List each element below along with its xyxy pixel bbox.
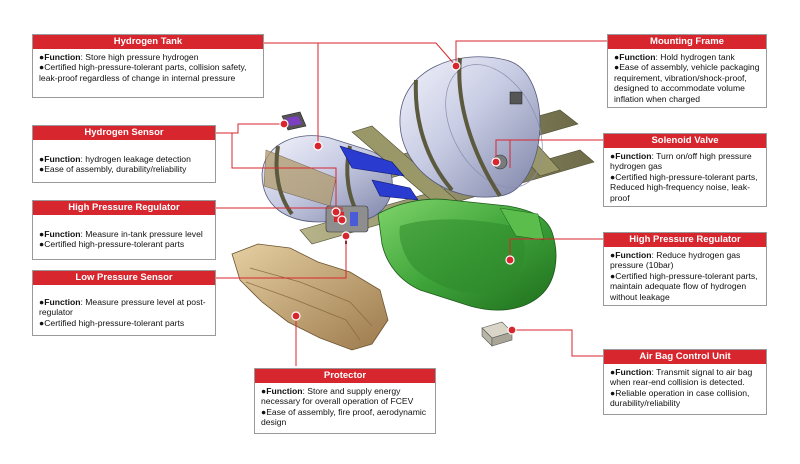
air-bag-control-unit-illustration [481, 321, 513, 347]
underbody-shield-illustration [231, 243, 389, 351]
callout-line: ●Function: Reduce hydrogen gas pressure … [610, 250, 741, 271]
low-pressure-sensor-callout: Low Pressure Sensor ●Function: Measure p… [32, 270, 216, 336]
blue-bracket-illustration [339, 145, 419, 201]
callout-line: ●Ease of assembly, fire proof, aerodynam… [261, 406, 427, 428]
callout-title: Solenoid Valve [604, 134, 766, 148]
solenoid-valve-callout: Solenoid Valve ●Function: Turn on/off hi… [603, 133, 767, 207]
callout-title: Hydrogen Tank [33, 35, 263, 49]
callout-title: Low Pressure Sensor [33, 271, 215, 285]
callout-line: ●Certified high-pressure-tolerant parts,… [610, 171, 758, 203]
callout-line: ●Function: Measure in-tank pressure leve… [39, 229, 203, 239]
callout-body: ●Function: hydrogen leakage detection ●E… [33, 140, 215, 178]
callout-body: ●Function: Store high pressure hydrogen … [33, 49, 263, 86]
callout-line: ●Function: Measure pressure level at pos… [39, 297, 206, 318]
leader-lines [216, 40, 607, 366]
callout-title: Air Bag Control Unit [604, 350, 766, 364]
marker-dots [279, 61, 517, 335]
high-pressure-regulator-left-callout: High Pressure Regulator ●Function: Measu… [32, 200, 216, 260]
callout-line: ●Function: hydrogen leakage detection [39, 154, 191, 164]
callout-body: ●Function: Turn on/off high pressure hyd… [604, 148, 766, 206]
callout-line: ●Certified high-pressure-tolerant parts [39, 239, 185, 250]
callout-line: ●Certified high-pressure-tolerant parts,… [39, 62, 247, 83]
callout-body: ●Function: Measure pressure level at pos… [33, 285, 215, 331]
callout-title: Mounting Frame [608, 35, 766, 49]
hydrogen-tank-callout: Hydrogen Tank ●Function: Store high pres… [32, 34, 264, 98]
callout-line: ●Function: Transmit signal to air bag wh… [610, 367, 753, 388]
callout-title: High Pressure Regulator [33, 201, 215, 215]
callout-body: ●Function: Measure in-tank pressure leve… [33, 215, 215, 253]
callout-line: ●Function: Store and supply energy neces… [261, 386, 414, 407]
callout-line: ●Certified high-pressure-tolerant parts [39, 317, 185, 328]
hydrogen-sensor-callout: Hydrogen Sensor ●Function: hydrogen leak… [32, 125, 216, 183]
green-protector-tray-illustration [377, 198, 557, 311]
high-pressure-regulator-right-callout: High Pressure Regulator ●Function: Reduc… [603, 232, 767, 306]
callout-line: ●Function: Hold hydrogen tank [614, 52, 735, 62]
callout-line: ●Reliable operation in case collision, d… [610, 387, 750, 409]
callout-title: Hydrogen Sensor [33, 126, 215, 140]
air-bag-control-unit-callout: Air Bag Control Unit ●Function: Transmit… [603, 349, 767, 415]
callout-line: ●Function: Store high pressure hydrogen [39, 52, 199, 62]
callout-body: ●Function: Hold hydrogen tank ●Ease of a… [608, 49, 766, 107]
callout-title: Protector [255, 369, 435, 383]
callout-line: ●Function: Turn on/off high pressure hyd… [610, 151, 752, 172]
mounting-frame-callout: Mounting Frame ●Function: Hold hydrogen … [607, 34, 767, 108]
callout-line: ●Ease of assembly, vehicle packaging req… [614, 62, 760, 104]
callout-line: ●Ease of assembly, durability/reliabilit… [39, 164, 187, 175]
callout-body: ●Function: Store and supply energy neces… [255, 383, 435, 431]
protector-callout: Protector ●Function: Store and supply en… [254, 368, 436, 434]
callout-title: High Pressure Regulator [604, 233, 766, 247]
callout-body: ●Function: Reduce hydrogen gas pressure … [604, 247, 766, 305]
callout-line: ●Certified high-pressure-tolerant parts,… [610, 270, 758, 302]
callout-body: ●Function: Transmit signal to air bag wh… [604, 364, 766, 412]
